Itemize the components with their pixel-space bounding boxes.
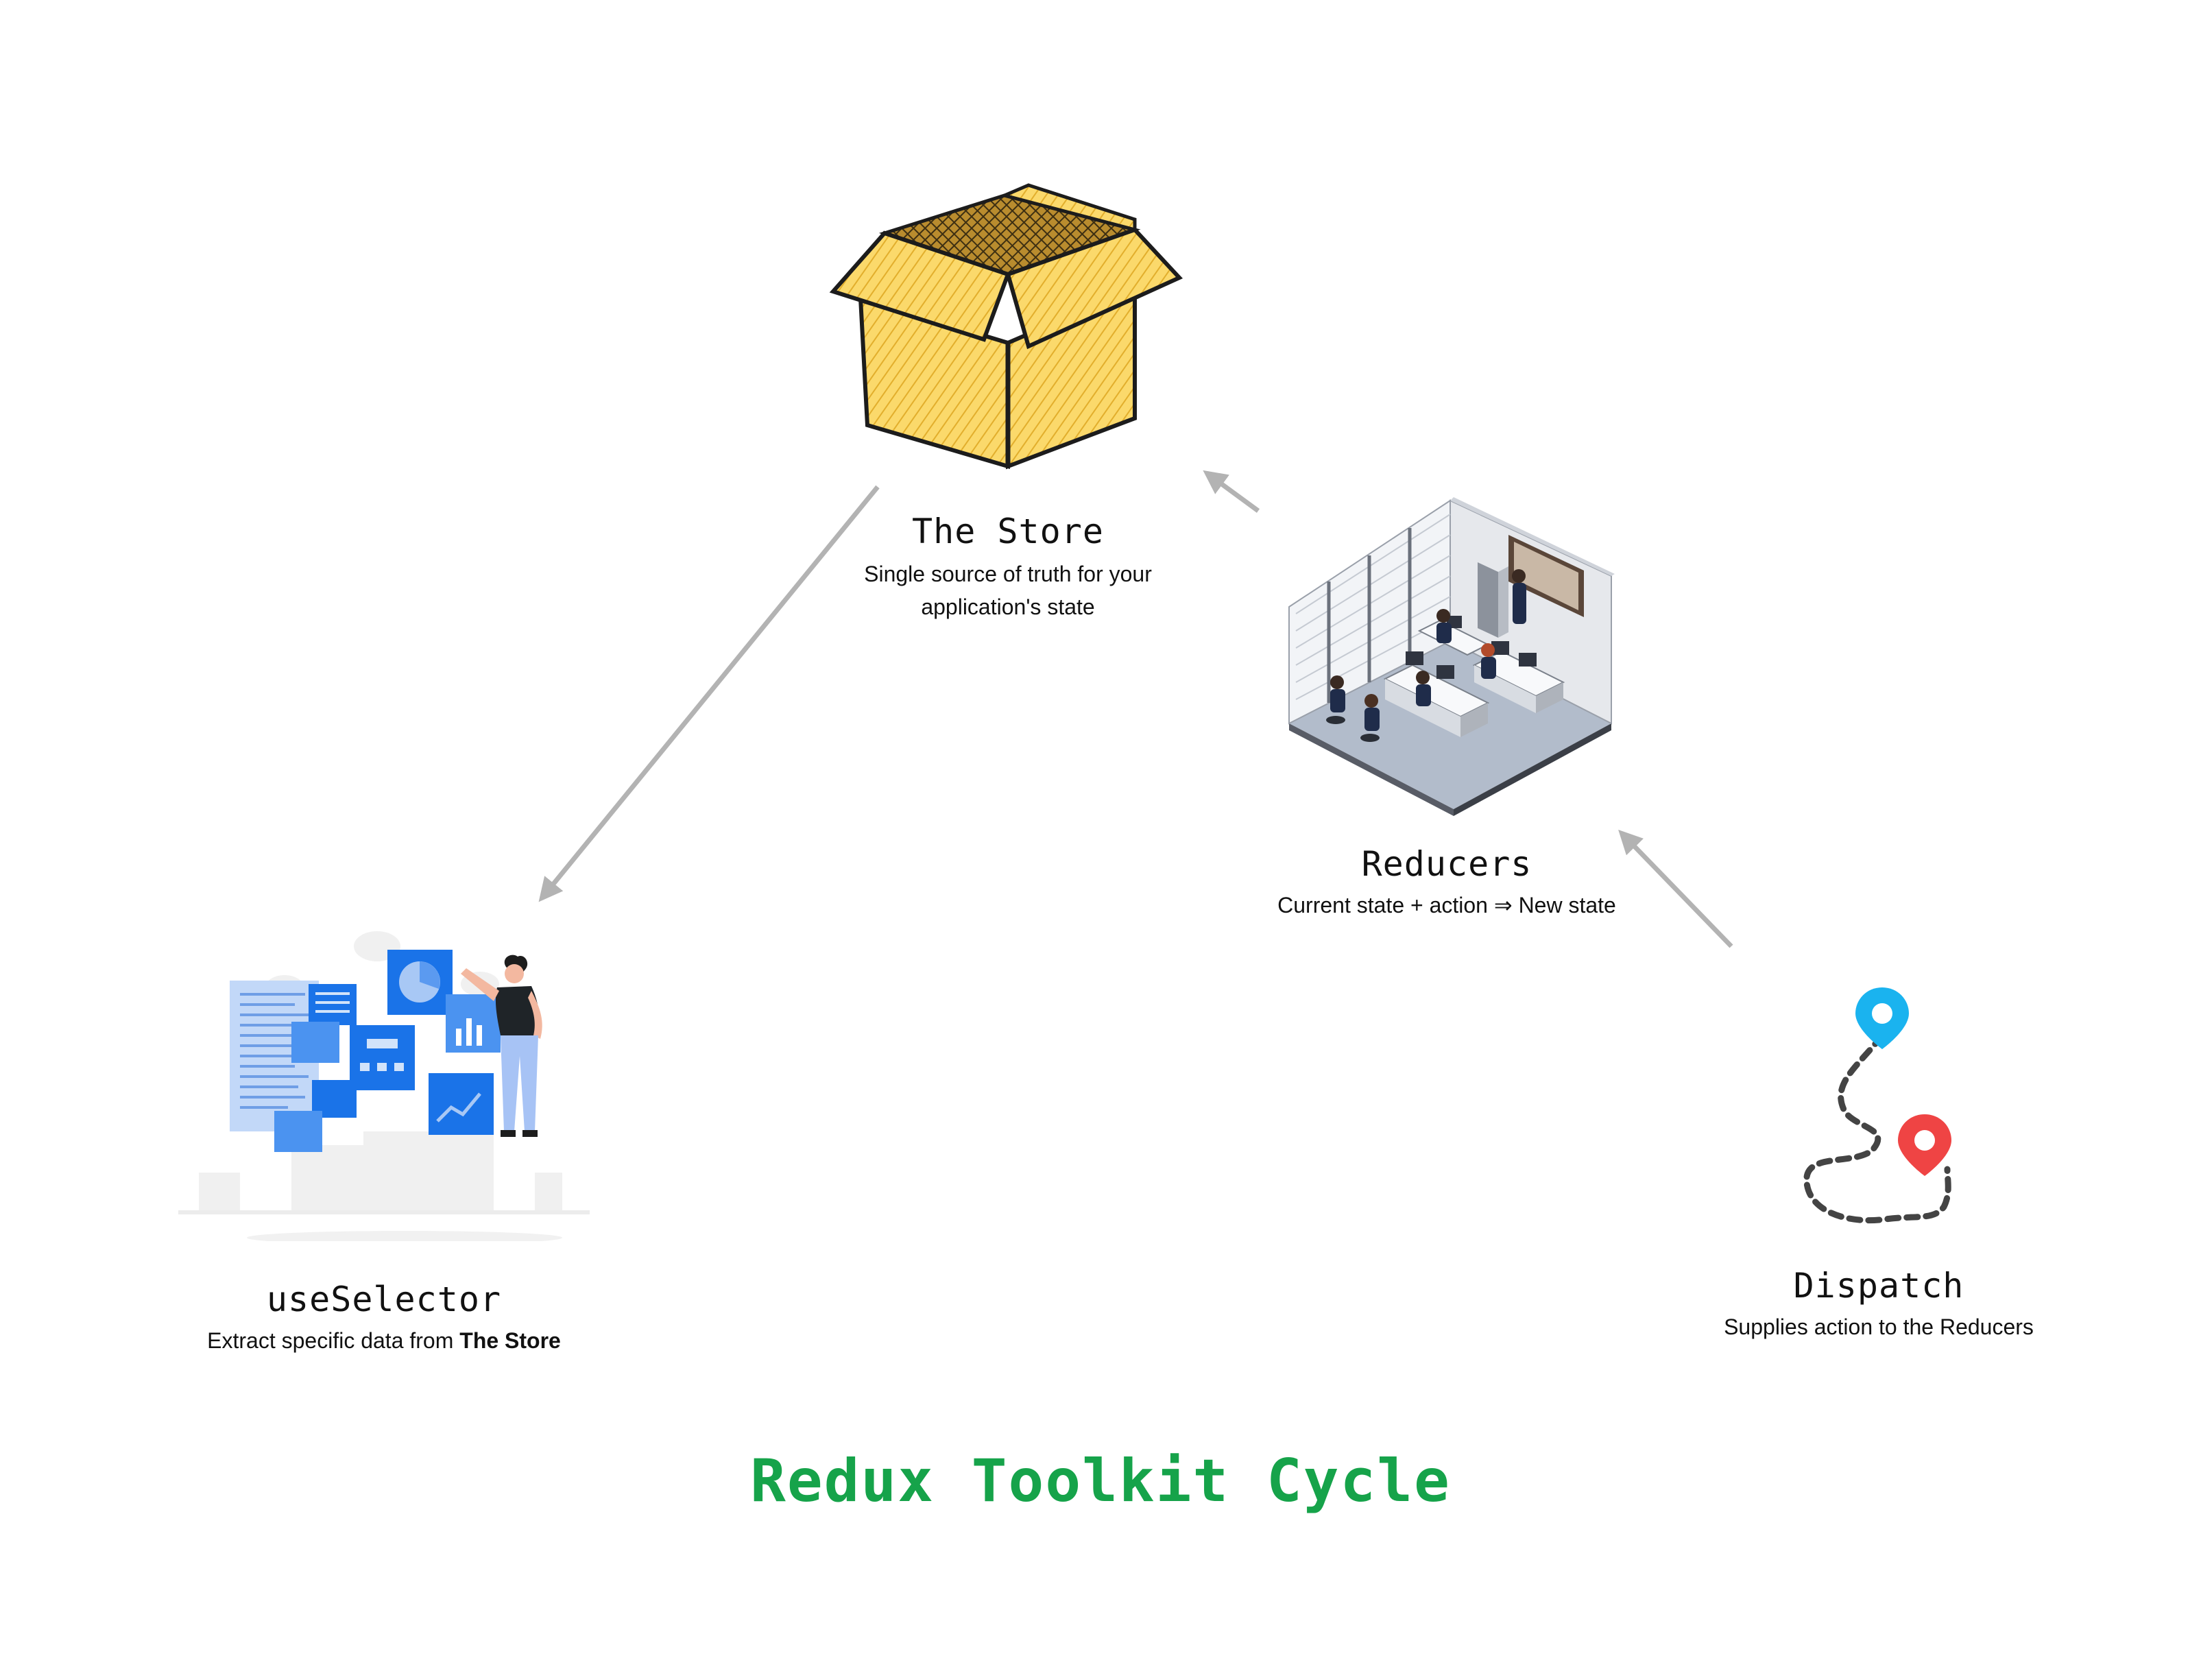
end-pin-icon [1898, 1114, 1951, 1176]
reducers-title: Reducers [1361, 844, 1532, 884]
open-box-icon [829, 183, 1183, 470]
reducers-description: Current state + action ⇒ New state [1277, 893, 1616, 917]
useselector-title: useSelector [266, 1280, 502, 1319]
node-store-label: The Store Single source of truth for you… [802, 511, 1214, 623]
dispatch-title: Dispatch [1793, 1266, 1964, 1306]
store-description-line1: Single source of truth for your [864, 562, 1152, 586]
diagram-title: Redux Toolkit Cycle [750, 1447, 1451, 1515]
edge-reducers-to-store [1203, 470, 1260, 513]
edge-dispatch-to-reducers [1618, 829, 1733, 948]
node-reducers-label: Reducers Current state + action ⇒ New st… [1220, 843, 1673, 922]
store-description-line2: application's state [921, 595, 1095, 619]
useselector-description: Extract specific data from The Store [137, 1324, 631, 1357]
node-dispatch-label: Dispatch Supplies action to the Reducers [1673, 1265, 2084, 1343]
store-title: The Store [912, 512, 1104, 551]
person-figure [461, 955, 542, 1137]
person-dashboard-icon [178, 931, 590, 1241]
useselector-description-bold: The Store [459, 1328, 561, 1353]
node-useselector-label: useSelector Extract specific data from T… [137, 1279, 631, 1357]
start-pin-icon [1855, 987, 1909, 1049]
useselector-description-text: Extract specific data from [207, 1328, 460, 1353]
store-description: Single source of truth for your applicat… [802, 557, 1214, 623]
edge-store-to-useselector [538, 485, 880, 902]
dispatch-description: Supplies action to the Reducers [1724, 1315, 2034, 1339]
office-icon [1288, 497, 1615, 816]
route-pins-icon [1803, 987, 1951, 1224]
